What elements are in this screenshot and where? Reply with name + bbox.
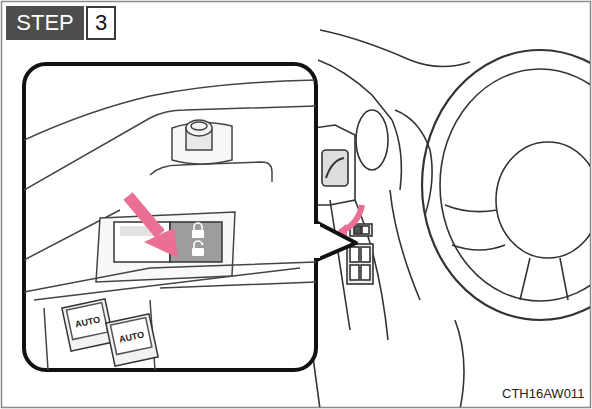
switch-panel-drawing	[24, 80, 316, 370]
step-text: 3	[95, 12, 107, 34]
button-label: AUTO	[74, 315, 101, 329]
figure-code: CTH16AW011	[502, 387, 584, 400]
inset-frame	[24, 64, 316, 370]
cockpit-drawing	[300, 30, 590, 407]
step-badge: STEP	[6, 6, 84, 40]
step-text: STEP	[16, 12, 73, 34]
step-number: 3	[86, 6, 116, 40]
pink-arrowhead	[144, 228, 178, 258]
pink-arrow	[128, 196, 160, 234]
button-label: AUTO	[118, 330, 145, 344]
